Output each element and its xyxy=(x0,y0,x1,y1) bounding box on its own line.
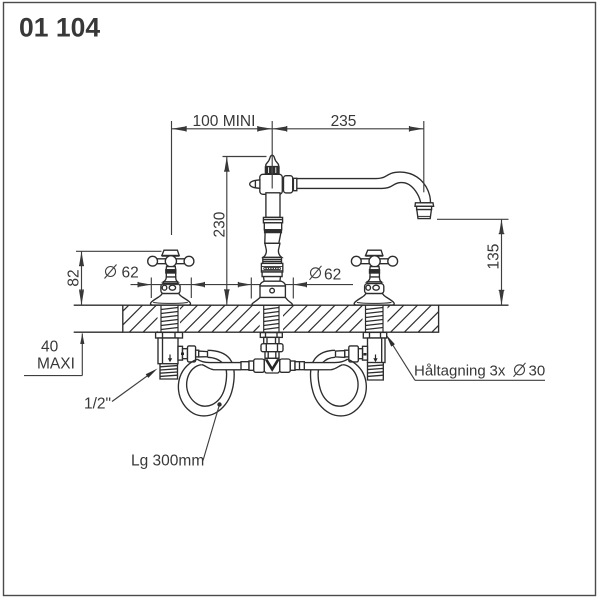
svg-text:30: 30 xyxy=(529,363,546,380)
svg-text:40: 40 xyxy=(41,339,59,356)
svg-text:62: 62 xyxy=(122,265,139,282)
svg-text:Håltagning: Håltagning xyxy=(414,363,486,380)
svg-text:100 MINI: 100 MINI xyxy=(193,113,256,130)
svg-text:135: 135 xyxy=(486,244,503,270)
svg-text:MAXI: MAXI xyxy=(37,356,75,373)
svg-text:Lg 300mm: Lg 300mm xyxy=(131,453,204,470)
svg-text:230: 230 xyxy=(212,211,229,237)
svg-text:3x: 3x xyxy=(490,363,506,380)
svg-text:01 104: 01 104 xyxy=(19,13,100,43)
svg-text:235: 235 xyxy=(331,113,357,130)
svg-text:1/2": 1/2" xyxy=(84,396,111,413)
svg-text:62: 62 xyxy=(324,267,341,284)
svg-text:82: 82 xyxy=(66,269,83,286)
